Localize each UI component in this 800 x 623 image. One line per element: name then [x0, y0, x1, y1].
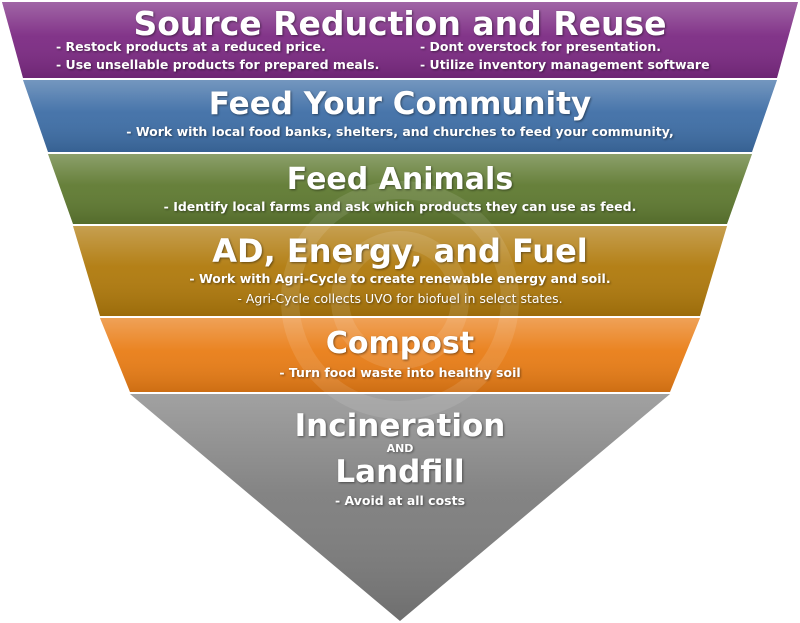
tier-5-bullet-1: - Turn food waste into healthy soil: [279, 365, 521, 380]
tier-2-gloss: [23, 80, 777, 152]
tier-6-title-line-2: Landfill: [335, 454, 465, 490]
tier-4-gloss: [73, 226, 727, 316]
tier-5-gloss: [100, 318, 700, 392]
tier-6-bullet-1: - Avoid at all costs: [334, 493, 466, 508]
tier-1-bullet-right-1: - Dont overstock for presentation.: [420, 39, 662, 54]
tier-3-title: Feed Animals: [286, 162, 514, 197]
tier-1-bullet-right-2: - Utilize inventory management software: [420, 57, 710, 72]
tier-6-gloss: [130, 394, 670, 621]
tier-3-gloss: [48, 154, 752, 224]
tier-1-bullet-left-2: - Use unsellable products for prepared m…: [56, 57, 380, 72]
tier-1-bullet-left-1: - Restock products at a reduced price.: [56, 39, 326, 54]
tier-2-bullet-1: - Work with local food banks, shelters, …: [126, 124, 674, 139]
recycle-watermark-icon: [281, 181, 519, 419]
tier-4-title: AD, Energy, and Fuel: [212, 232, 588, 270]
tier-2-title: Feed Your Community: [208, 86, 592, 122]
tier-1-gloss: [2, 2, 798, 78]
tier-6-title-connector: AND: [386, 442, 414, 455]
tier-4-bullet-2: - Agri-Cycle collects UVO for biofuel in…: [237, 291, 563, 306]
tier-4-bullet-1: - Work with Agri-Cycle to create renewab…: [189, 271, 611, 286]
tier-5-title: Compost: [325, 326, 475, 361]
tier-6-title-line-1: Incineration: [294, 408, 506, 444]
tier-1-title: Source Reduction and Reuse: [133, 4, 667, 43]
tier-3-bullet-1: - Identify local farms and ask which pro…: [163, 199, 637, 214]
